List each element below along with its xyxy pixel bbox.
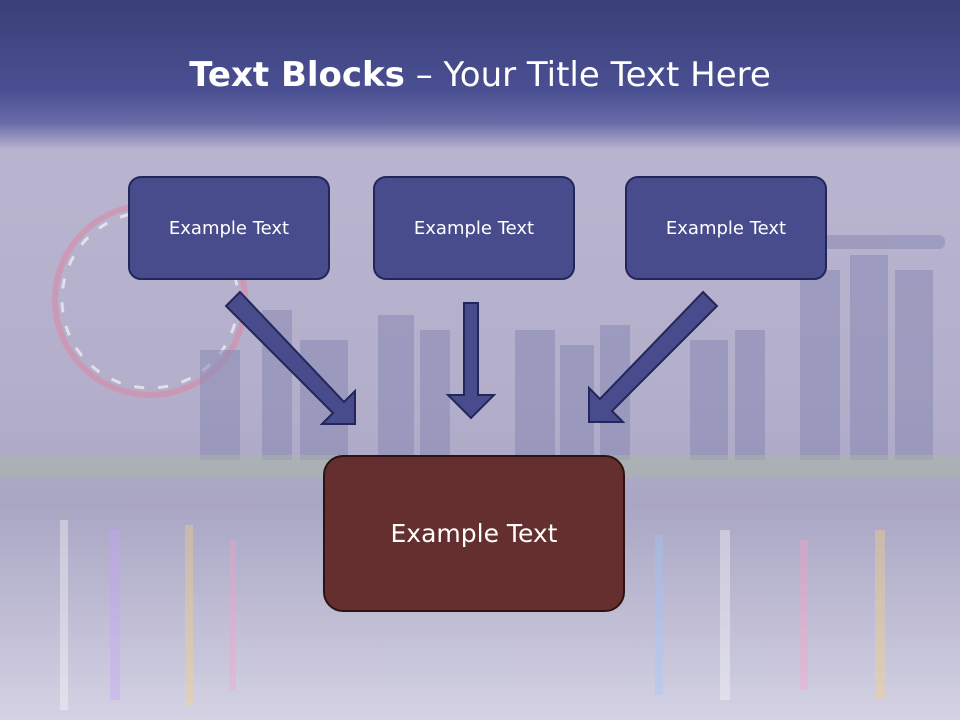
- text-block-right-label: Example Text: [665, 217, 787, 239]
- title-bar: [0, 0, 960, 150]
- text-block-left[interactable]: Example Text: [128, 176, 330, 280]
- title-bold: Text Blocks: [189, 55, 405, 95]
- text-block-left-label: Example Text: [168, 217, 290, 239]
- title-regular: Your Title Text Here: [443, 55, 771, 95]
- text-block-right[interactable]: Example Text: [625, 176, 827, 280]
- text-block-center-label: Example Text: [413, 217, 535, 239]
- water-reflections: [60, 520, 885, 710]
- slide-title[interactable]: Text Blocks – Your Title Text Here: [0, 52, 960, 98]
- text-block-target-label: Example Text: [390, 519, 558, 548]
- text-block-target[interactable]: Example Text: [323, 455, 625, 612]
- title-separator: –: [404, 55, 444, 95]
- text-block-center[interactable]: Example Text: [373, 176, 575, 280]
